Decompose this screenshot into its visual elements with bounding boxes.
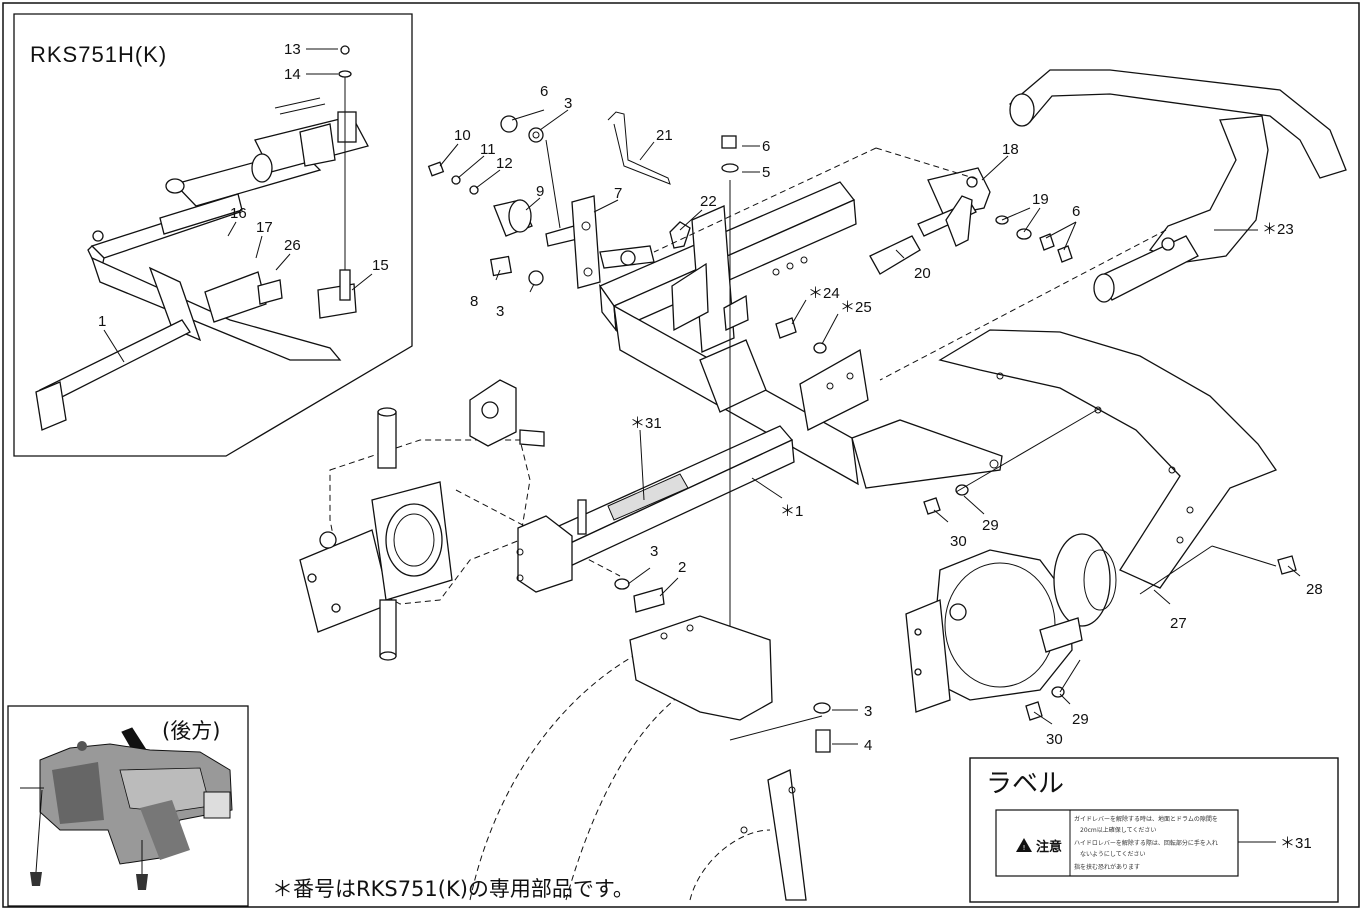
caution-line-4: ないようにしてください bbox=[1080, 851, 1146, 858]
callout-3-bottom: 3 bbox=[864, 703, 872, 720]
callout-1-inset: 1 bbox=[98, 313, 106, 330]
wheel-outline bbox=[469, 615, 807, 901]
caution-line-1: ガイドレバーを解除する時は、地面とドラムの隙間を bbox=[1074, 815, 1218, 823]
callout-30-upper: 30 bbox=[950, 533, 967, 550]
callout-2: 2 bbox=[678, 559, 686, 576]
warning-triangle-icon bbox=[1016, 838, 1032, 852]
callout-24: ＊24 bbox=[808, 285, 840, 302]
callout-9: 9 bbox=[536, 183, 544, 200]
caution-line-5: 指を挟む恐れがあります bbox=[1074, 863, 1140, 871]
callout-29-lower: 29 bbox=[1072, 711, 1089, 728]
callout-30-lower: 30 bbox=[1046, 731, 1063, 748]
callout-15: 15 bbox=[372, 257, 389, 274]
callout-1-main: ＊1 bbox=[780, 503, 803, 520]
leader-lines bbox=[439, 109, 1301, 745]
callout-29-upper: 29 bbox=[982, 517, 999, 534]
caution-sticker bbox=[995, 809, 1239, 877]
callout-4: 4 bbox=[864, 737, 872, 754]
callout-23: ＊23 bbox=[1262, 221, 1294, 238]
callout-12: 12 bbox=[496, 155, 513, 172]
callout-17: 17 bbox=[256, 219, 273, 236]
callout-21: 21 bbox=[656, 127, 673, 144]
caution-word: 注意 bbox=[1036, 839, 1062, 855]
callout-26: 26 bbox=[284, 237, 301, 254]
callout-8: 8 bbox=[470, 293, 478, 310]
label-box-title: ラベル bbox=[986, 769, 1064, 799]
inset-location-view: (後方) bbox=[7, 705, 249, 907]
callout-16: 16 bbox=[230, 205, 247, 222]
callout-3-top: 3 bbox=[564, 95, 572, 112]
callout-3-lower: 3 bbox=[650, 543, 658, 560]
inset-hitch-frame bbox=[35, 193, 357, 431]
callout-19: 19 bbox=[1032, 191, 1049, 208]
callout-11: 11 bbox=[480, 141, 496, 158]
caution-line-2: 20cm以上確保してください bbox=[1080, 826, 1156, 834]
callout-25: ＊25 bbox=[840, 299, 872, 316]
callout-20: 20 bbox=[914, 265, 931, 282]
callout-7: 7 bbox=[614, 185, 622, 202]
caution-line-3: ハイドロレバーを解除する際は、回転部分に手を入れ bbox=[1074, 839, 1218, 847]
callout-5: 5 bbox=[762, 164, 770, 181]
callout-18: 18 bbox=[1002, 141, 1019, 158]
callout-14: 14 bbox=[284, 66, 301, 83]
inset-model-title: RKS751H(K) bbox=[30, 42, 167, 67]
tractor-illustration bbox=[20, 741, 233, 890]
callout-10: 10 bbox=[454, 127, 471, 144]
guide-handle bbox=[1009, 69, 1347, 303]
callout-22: 22 bbox=[700, 193, 717, 210]
callout-28: 28 bbox=[1306, 581, 1323, 598]
inset-rks751hk: RKS751H(K) bbox=[13, 13, 413, 457]
footnote-exclusive-parts: ＊番号はRKS751(K)の専用部品です。 bbox=[272, 877, 634, 901]
callout-6-top: 6 bbox=[540, 83, 548, 100]
gearbox-housing bbox=[299, 379, 621, 661]
label-box-callout: ＊31 bbox=[1280, 835, 1312, 852]
drum-cover bbox=[938, 329, 1278, 589]
callout-27: 27 bbox=[1170, 615, 1187, 632]
main-hitch-frame bbox=[516, 181, 1003, 593]
rear-direction-label: (後方) bbox=[162, 719, 220, 743]
callout-6-mid: 6 bbox=[762, 138, 770, 155]
callout-31-main: ＊31 bbox=[630, 415, 662, 432]
drum-motor-assembly bbox=[905, 533, 1117, 713]
callout-13: 13 bbox=[284, 41, 301, 58]
label-box: ラベル ! 注意 ガイドレバーを解除する時は、地面とドラムの隙間を 20cm以上… bbox=[969, 757, 1339, 903]
hardware-parts bbox=[427, 111, 1297, 753]
svg-text:!: ! bbox=[1023, 844, 1026, 852]
hydraulic-cylinder bbox=[165, 97, 369, 207]
callout-6-right: 6 bbox=[1072, 203, 1080, 220]
callout-3-left: 3 bbox=[496, 303, 504, 320]
